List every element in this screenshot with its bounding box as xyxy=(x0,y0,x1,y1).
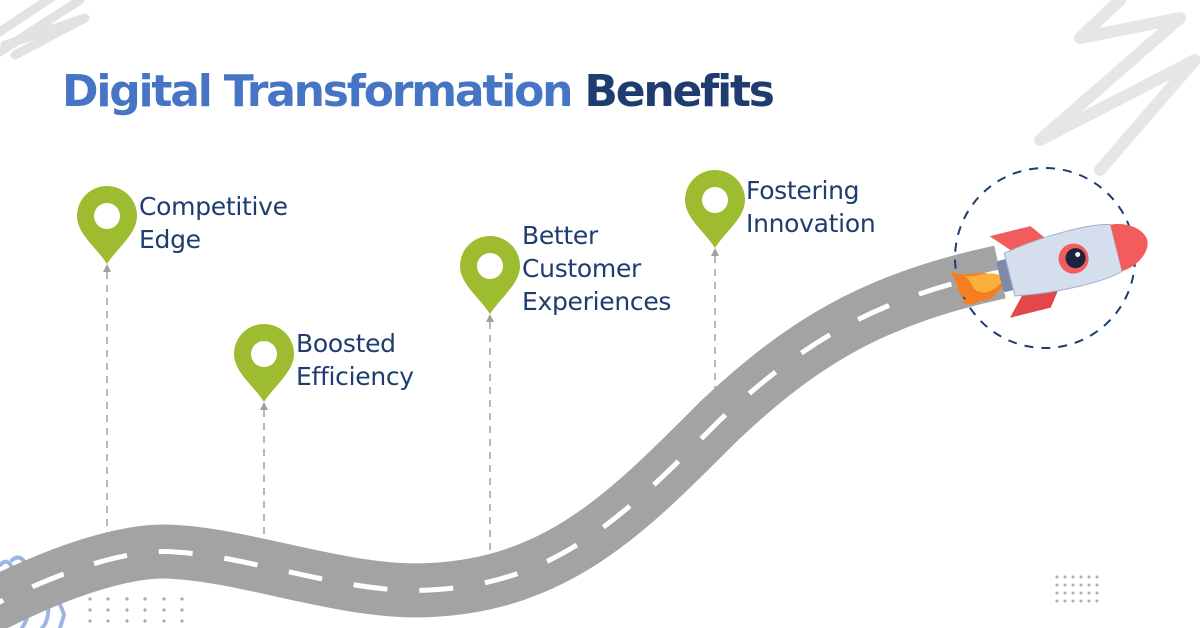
milestone-label-line: Boosted xyxy=(296,329,396,358)
milestone-label-line: Fostering xyxy=(746,176,860,205)
map-pin-icon xyxy=(234,324,294,402)
scribble-decoration-top-right xyxy=(1034,0,1200,176)
map-pin-icon xyxy=(460,236,520,314)
milestone-boosted-efficiency: Boosted Efficiency xyxy=(296,327,414,393)
milestone-label-line: Edge xyxy=(139,225,201,254)
milestone-competitive-edge: Competitive Edge xyxy=(139,190,288,256)
milestone-fostering-innovation: Fostering Innovation xyxy=(746,174,876,240)
map-pin-icon xyxy=(77,186,137,264)
milestone-label-line: Better xyxy=(522,221,598,250)
guide-lines xyxy=(106,256,716,563)
milestone-label-line: Experiences xyxy=(522,287,672,316)
milestone-label-line: Customer xyxy=(522,254,642,283)
milestone-better-customer-experiences: Better Customer Experiences xyxy=(522,219,671,318)
map-pin-icon xyxy=(685,170,745,248)
title-part-2: Benefits xyxy=(584,66,775,117)
rocket-icon xyxy=(948,224,1148,318)
milestone-label-line: Competitive xyxy=(139,192,288,221)
dot-grid-bottom-right xyxy=(1055,575,1099,603)
milestone-label-line: Innovation xyxy=(746,209,876,238)
winding-road xyxy=(0,245,1006,628)
scribble-decoration-top-left xyxy=(0,0,90,60)
dot-grid-bottom-left xyxy=(88,597,184,623)
guide-arrowheads xyxy=(103,248,719,410)
title-part-1: Digital Transformation xyxy=(62,66,573,117)
page-title: Digital Transformation Benefits xyxy=(62,62,775,122)
milestone-label-line: Efficiency xyxy=(296,362,414,391)
